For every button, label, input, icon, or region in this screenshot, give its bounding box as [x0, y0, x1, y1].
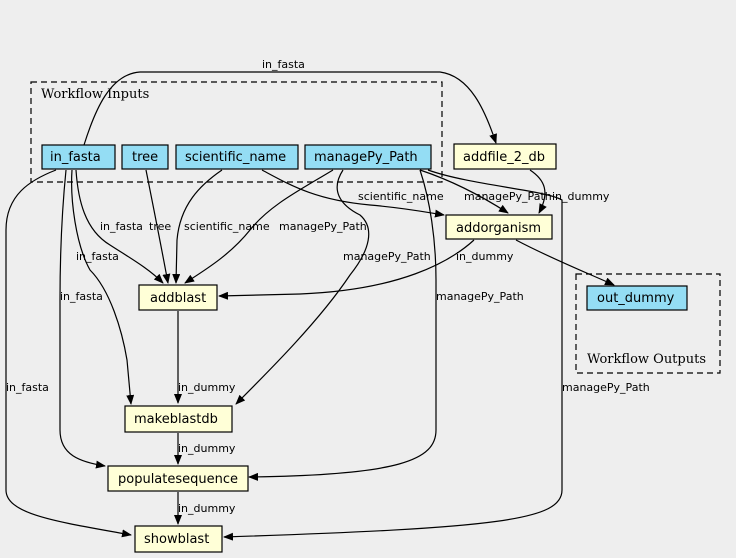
node-addorganism[interactable]: addorganism [445, 214, 553, 240]
edge-label: scientific_name [358, 190, 444, 203]
edge-label: managePy_Path [343, 250, 431, 263]
node-label: populatesequence [118, 472, 238, 487]
node-makeblastdb[interactable]: makeblastdb [124, 405, 233, 433]
node-scientific-name[interactable]: scientific_name [175, 144, 299, 170]
edge-label: in_dummy [178, 502, 236, 515]
node-label: tree [132, 150, 158, 165]
edge-infasta-populate [59, 169, 106, 469]
edge-label: managePy_Path [279, 220, 367, 233]
node-addblast[interactable]: addblast [138, 284, 218, 311]
edge-label: in_fasta [100, 220, 143, 233]
edge-managepy-showblast [223, 169, 563, 541]
edge-label: in_fasta [76, 250, 119, 263]
node-label: addblast [150, 291, 206, 306]
node-addfile-2-db[interactable]: addfile_2_db [453, 143, 557, 170]
node-managepy-path[interactable]: managePy_Path [304, 144, 432, 170]
edge-label: in_fasta [6, 381, 49, 394]
node-label: scientific_name [185, 150, 286, 165]
edge-managepy-makeblastdb [235, 169, 370, 405]
edge-label: scientific_name [184, 220, 270, 233]
edge-label: tree [149, 220, 171, 233]
edge-infasta-showblast [5, 169, 132, 538]
node-label: showblast [144, 532, 209, 547]
edge-label: managePy_Path [464, 190, 552, 203]
edge-label: in_dummy [178, 442, 236, 455]
edge-infasta-makeblastdb [71, 169, 135, 405]
node-label: in_fasta [50, 150, 101, 165]
node-label: managePy_Path [314, 150, 418, 165]
edge-addfile-addorganism [529, 169, 547, 214]
node-tree[interactable]: tree [121, 144, 169, 170]
edge-label: in_dummy [552, 190, 610, 203]
edge-managepy-addblast [184, 169, 334, 284]
edge-label: in_dummy [178, 381, 236, 394]
node-label: out_dummy [597, 291, 675, 306]
workflow-outputs-label: Workflow Outputs [587, 352, 706, 367]
node-out-dummy[interactable]: out_dummy [586, 285, 688, 311]
node-in-fasta[interactable]: in_fasta [41, 144, 116, 170]
edge-infasta-addfile [83, 71, 497, 146]
edge-label: managePy_Path [436, 290, 524, 303]
node-label: addorganism [456, 221, 541, 236]
edge-addorganism-addblast [218, 239, 475, 300]
edge-label: in_fasta [60, 290, 103, 303]
edge-managepy-populate [248, 169, 437, 481]
workflow-outputs-cluster [575, 273, 721, 374]
edge-managepy-addorganism [419, 169, 509, 214]
edge-labels: in_fasta scientific_name managePy_Path i… [6, 58, 650, 515]
edge-tree-addblast [145, 169, 171, 284]
edges [5, 71, 615, 541]
edge-infasta-addblast [75, 169, 164, 284]
workflow-inputs-label: Workflow Inputs [41, 87, 149, 102]
edge-addorganism-outdummy [515, 239, 615, 286]
node-populatesequence[interactable]: populatesequence [107, 465, 249, 492]
workflow-inputs-cluster [30, 81, 443, 183]
edge-label: in_fasta [262, 58, 305, 71]
node-label: addfile_2_db [463, 150, 545, 165]
edge-sciname-addblast [172, 169, 223, 284]
node-label: makeblastdb [134, 412, 218, 427]
node-showblast[interactable]: showblast [134, 525, 223, 553]
edge-sciname-addorganism [261, 169, 445, 218]
edge-label: in_dummy [456, 250, 514, 263]
edge-label: managePy_Path [562, 381, 650, 394]
